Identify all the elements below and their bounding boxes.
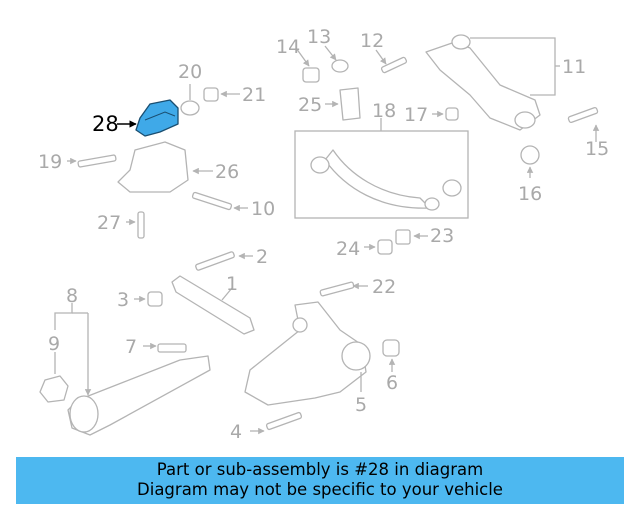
callout-9: 9 — [48, 333, 60, 355]
callout-21: 21 — [242, 84, 266, 106]
callout-4: 4 — [230, 421, 242, 443]
callout-20: 20 — [178, 61, 202, 83]
callout-10: 10 — [251, 198, 275, 220]
part-20-washer — [180, 84, 200, 116]
part-23-clip — [395, 229, 428, 245]
callout-6: 6 — [386, 372, 398, 394]
part-17-nut — [432, 107, 459, 121]
parts-diagram: 14 13 12 11 20 21 25 — [38, 26, 609, 443]
part-7-bolt — [143, 342, 187, 353]
callout-24: 24 — [336, 238, 360, 260]
callout-14: 14 — [276, 36, 300, 58]
part-10-bolt — [191, 191, 248, 212]
part-28-highlighted-bumper — [117, 99, 179, 137]
callout-12: 12 — [360, 30, 384, 52]
part-11-upper-arm — [425, 34, 560, 131]
callout-3: 3 — [117, 289, 129, 311]
callout-7: 7 — [125, 336, 137, 358]
part-14-nut — [295, 47, 320, 83]
part-4-bolt — [250, 411, 303, 435]
callout-2: 2 — [256, 246, 268, 268]
callout-19: 19 — [38, 151, 62, 173]
callout-11: 11 — [562, 56, 586, 78]
part-21-nut — [203, 87, 240, 102]
part-5-knuckle — [244, 301, 371, 406]
callout-16: 16 — [518, 183, 542, 205]
callout-26: 26 — [215, 161, 239, 183]
callout-22: 22 — [372, 276, 396, 298]
part-24-nut — [364, 239, 393, 255]
part-6-bushing — [382, 339, 400, 372]
part-3-nut — [134, 291, 163, 307]
callout-8: 8 — [66, 285, 78, 307]
banner-line-1: Part or sub-assembly is #28 in diagram — [156, 460, 484, 479]
callout-23: 23 — [430, 225, 454, 247]
banner-line-2: Diagram may not be specific to your vehi… — [137, 480, 503, 499]
part-27-bolt — [126, 211, 145, 239]
callout-13: 13 — [307, 26, 331, 48]
part-26-mount — [117, 141, 213, 193]
part-22-bolt — [319, 281, 368, 297]
callout-28: 28 — [92, 112, 119, 136]
callout-27: 27 — [97, 212, 121, 234]
callout-25: 25 — [298, 94, 322, 116]
part-13-washer — [324, 45, 349, 73]
part-18-lateral-link — [294, 118, 469, 219]
callout-15: 15 — [585, 138, 609, 160]
part-1-lower-arm — [171, 275, 255, 335]
info-banner: Part or sub-assembly is #28 in diagram D… — [16, 457, 624, 504]
part-15-bolt — [567, 106, 600, 142]
callout-1: 1 — [226, 273, 238, 295]
callout-5: 5 — [355, 394, 367, 416]
part-16-bushing — [520, 145, 540, 178]
callout-17: 17 — [404, 104, 428, 126]
part-19-bolt — [67, 154, 117, 168]
part-8-trailing-arm — [54, 303, 211, 436]
part-2-bolt — [195, 251, 253, 271]
callout-18: 18 — [372, 100, 396, 122]
part-25-bracket — [325, 87, 361, 121]
part-9-cap — [39, 352, 69, 403]
part-12-bolt — [375, 49, 408, 74]
